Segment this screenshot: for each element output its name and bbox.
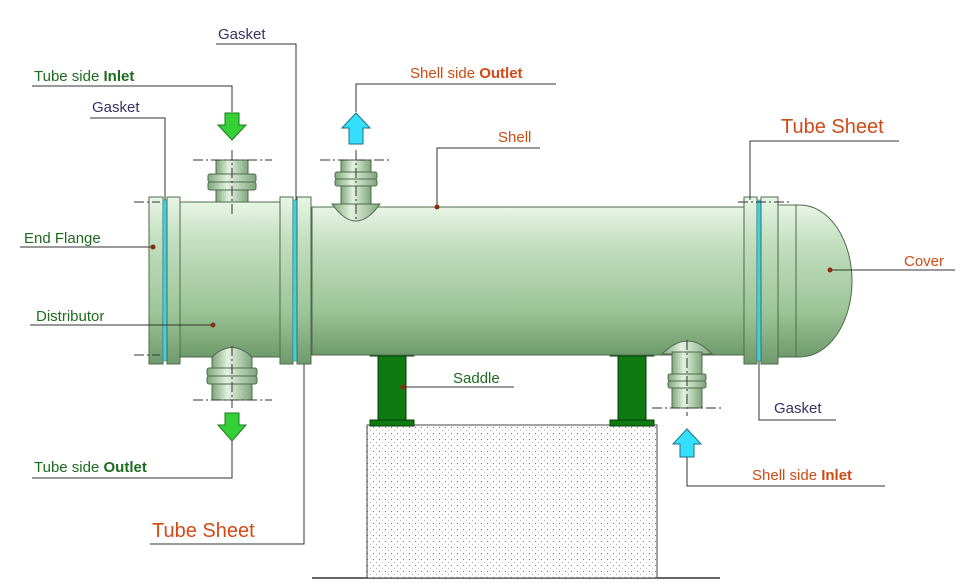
- gasket-top: [292, 199, 298, 362]
- leader-tube-inlet: [32, 85, 233, 112]
- label-tube-sheet-right: Tube Sheet: [781, 116, 884, 138]
- leader-tube-sheet-right: [749, 140, 899, 200]
- up-arrow-icon: [671, 428, 703, 458]
- leader-shell: [436, 147, 540, 207]
- label-saddle: Saddle: [453, 370, 500, 387]
- label-shell-outlet-text: Shell side: [410, 65, 479, 82]
- label-shell-outlet-bold: Outlet: [479, 65, 522, 82]
- label-shell-outlet: Shell side Outlet: [410, 65, 523, 82]
- tube-sheet-right: [743, 196, 758, 365]
- cover-flange: [760, 196, 779, 365]
- label-shell-inlet-bold: Inlet: [821, 467, 852, 484]
- label-tube-inlet-bold: Inlet: [104, 68, 135, 85]
- leader-gasket-left: [90, 117, 166, 200]
- label-tube-outlet: Tube side Outlet: [34, 459, 147, 476]
- label-gasket-right: Gasket: [774, 400, 822, 417]
- label-shell-inlet-text: Shell side: [752, 467, 821, 484]
- down-arrow-icon: [216, 412, 248, 442]
- concrete-foundation: [366, 424, 658, 579]
- flange-left-mid: [279, 196, 294, 365]
- distributor-body: [179, 201, 281, 358]
- label-gasket-left: Gasket: [92, 99, 140, 116]
- leader-dot-saddle: [400, 384, 406, 390]
- label-tube-inlet: Tube side Inlet: [34, 68, 134, 85]
- label-tube-inlet-text: Tube side: [34, 68, 104, 85]
- leader-gasket-right: [758, 361, 836, 421]
- leader-dot-cover: [827, 267, 833, 273]
- label-tube-outlet-text: Tube side: [34, 459, 104, 476]
- leader-shell-inlet: [686, 457, 885, 487]
- label-cover: Cover: [904, 253, 944, 270]
- label-tube-sheet-left: Tube Sheet: [152, 520, 255, 542]
- label-shell: Shell: [498, 129, 531, 146]
- leader-dot-shell: [434, 204, 440, 210]
- leader-dot-distributor: [210, 322, 216, 328]
- tube-sheet-left: [296, 196, 312, 365]
- label-tube-outlet-bold: Outlet: [104, 459, 147, 476]
- cover-ring: [777, 204, 797, 358]
- label-shell-inlet: Shell side Inlet: [752, 467, 852, 484]
- leader-tube-sheet-left: [150, 364, 305, 545]
- gasket-left: [162, 199, 168, 362]
- leader-dot-end-flange: [150, 244, 156, 250]
- label-distributor: Distributor: [36, 308, 104, 325]
- down-arrow-icon: [216, 112, 248, 141]
- leader-gasket-top: [216, 43, 297, 200]
- shell-body: [311, 206, 748, 356]
- label-end-flange: End Flange: [24, 230, 101, 247]
- gasket-right: [756, 199, 762, 362]
- label-gasket-top: Gasket: [218, 26, 266, 43]
- leader-shell-outlet: [355, 83, 556, 112]
- up-arrow-icon: [340, 112, 372, 145]
- end-flange: [148, 196, 164, 365]
- leader-tube-outlet: [32, 441, 233, 479]
- distributor-flange: [166, 196, 181, 365]
